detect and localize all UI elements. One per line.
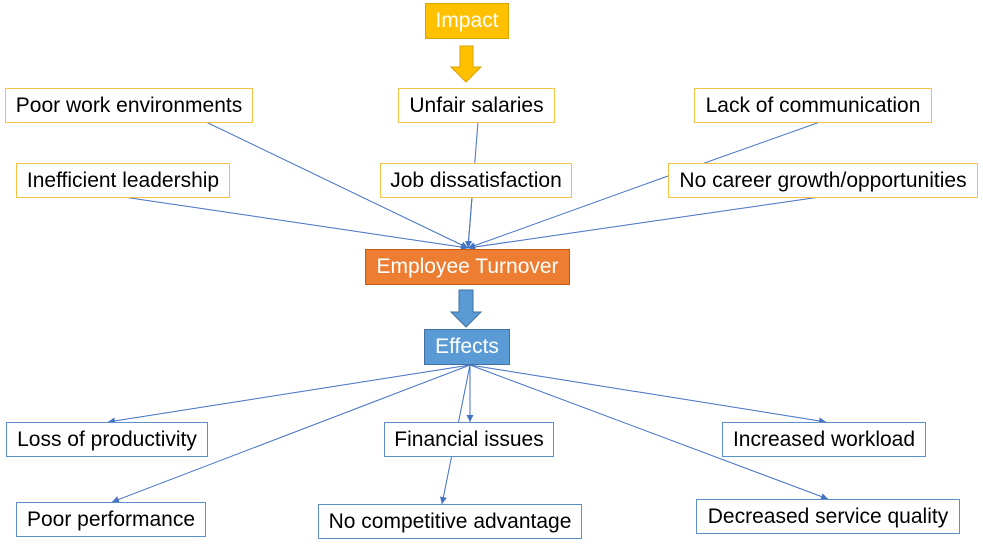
connector-effects-increased-workload: [469, 364, 827, 425]
effects-header: Effects: [424, 329, 510, 365]
cause-inefficient-leadership: Inefficient leadership: [16, 163, 230, 198]
cause-no-career-growth: No career growth/opportunities: [668, 163, 978, 198]
cause-unfair-salaries: Unfair salaries: [398, 88, 555, 123]
effect-financial-issues: Financial issues: [384, 422, 554, 457]
connector-lack-of-communication-2: [467, 175, 669, 249]
cause-lack-of-communication: Lack of communication: [694, 88, 932, 123]
down-arrow-icon: [449, 289, 483, 328]
connector-effects-poor-performance: [111, 364, 471, 503]
cause-poor-work-environments: Poor work environments: [5, 88, 253, 123]
effect-increased-workload: Increased workload: [722, 422, 926, 457]
connector-no-career-growth: [467, 196, 821, 251]
connector-inefficient-leadership: [123, 196, 469, 251]
effect-loss-of-productivity: Loss of productivity: [6, 422, 208, 457]
cause-job-dissatisfaction: Job dissatisfaction: [380, 163, 572, 198]
impact-title: Impact: [425, 3, 509, 39]
down-arrow-icon: [449, 45, 483, 83]
connector-effects-loss-of-productivity: [107, 364, 471, 425]
connector-effects-decreased-service-quality: [469, 364, 829, 500]
employee-turnover-node: Employee Turnover: [365, 249, 570, 285]
effect-poor-performance: Poor performance: [16, 502, 206, 537]
effect-no-competitive-advantage: No competitive advantage: [318, 504, 582, 539]
connector-poor-work-environments: [205, 121, 469, 249]
effect-decreased-service-quality: Decreased service quality: [696, 499, 960, 534]
connector-job-dissatisfaction: [465, 196, 473, 249]
